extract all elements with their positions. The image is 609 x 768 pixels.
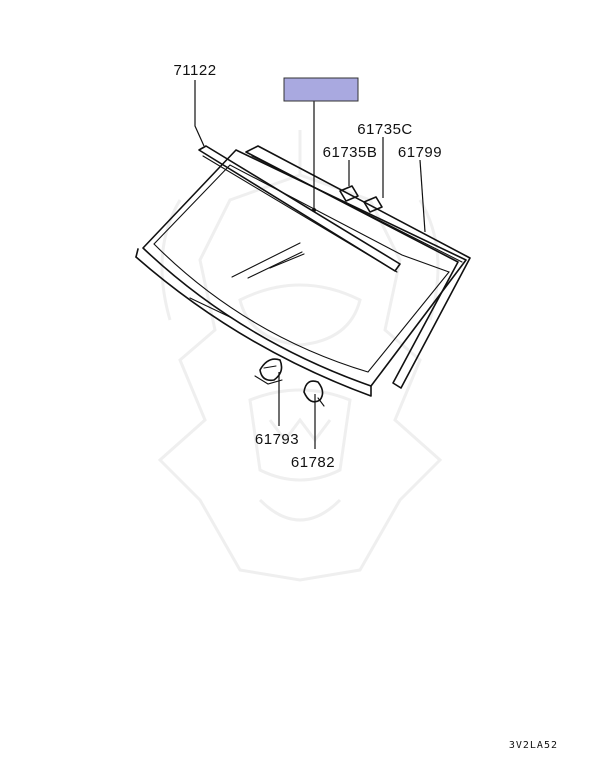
lower-clip-part[interactable]: [254, 358, 283, 385]
side-windshield-molding[interactable]: [245, 145, 471, 389]
callout-61782[interactable]: 61782: [291, 454, 335, 471]
callout-61799[interactable]: 61799: [398, 144, 442, 161]
callout-61735B[interactable]: 61735B: [323, 144, 378, 161]
leader-highlight-dot: [312, 208, 316, 212]
clip-c-part[interactable]: [363, 196, 383, 213]
leader-71122: [194, 80, 205, 147]
callout-61793[interactable]: 61793: [255, 431, 299, 448]
callout-71122[interactable]: 71122: [173, 62, 216, 79]
lower-spacer-part[interactable]: [303, 380, 325, 407]
samurai-helmet-watermark-icon: [157, 130, 443, 582]
leader-lines: [194, 80, 426, 449]
upper-windshield-molding[interactable]: [198, 145, 401, 273]
clip-b-part[interactable]: [339, 185, 359, 202]
windshield-glass[interactable]: [135, 149, 467, 397]
leader-61799: [419, 159, 426, 233]
highlight-callout-box[interactable]: [283, 77, 359, 102]
drawing-code: 3V2LA52: [509, 740, 558, 751]
callout-61735C[interactable]: 61735C: [357, 121, 413, 138]
